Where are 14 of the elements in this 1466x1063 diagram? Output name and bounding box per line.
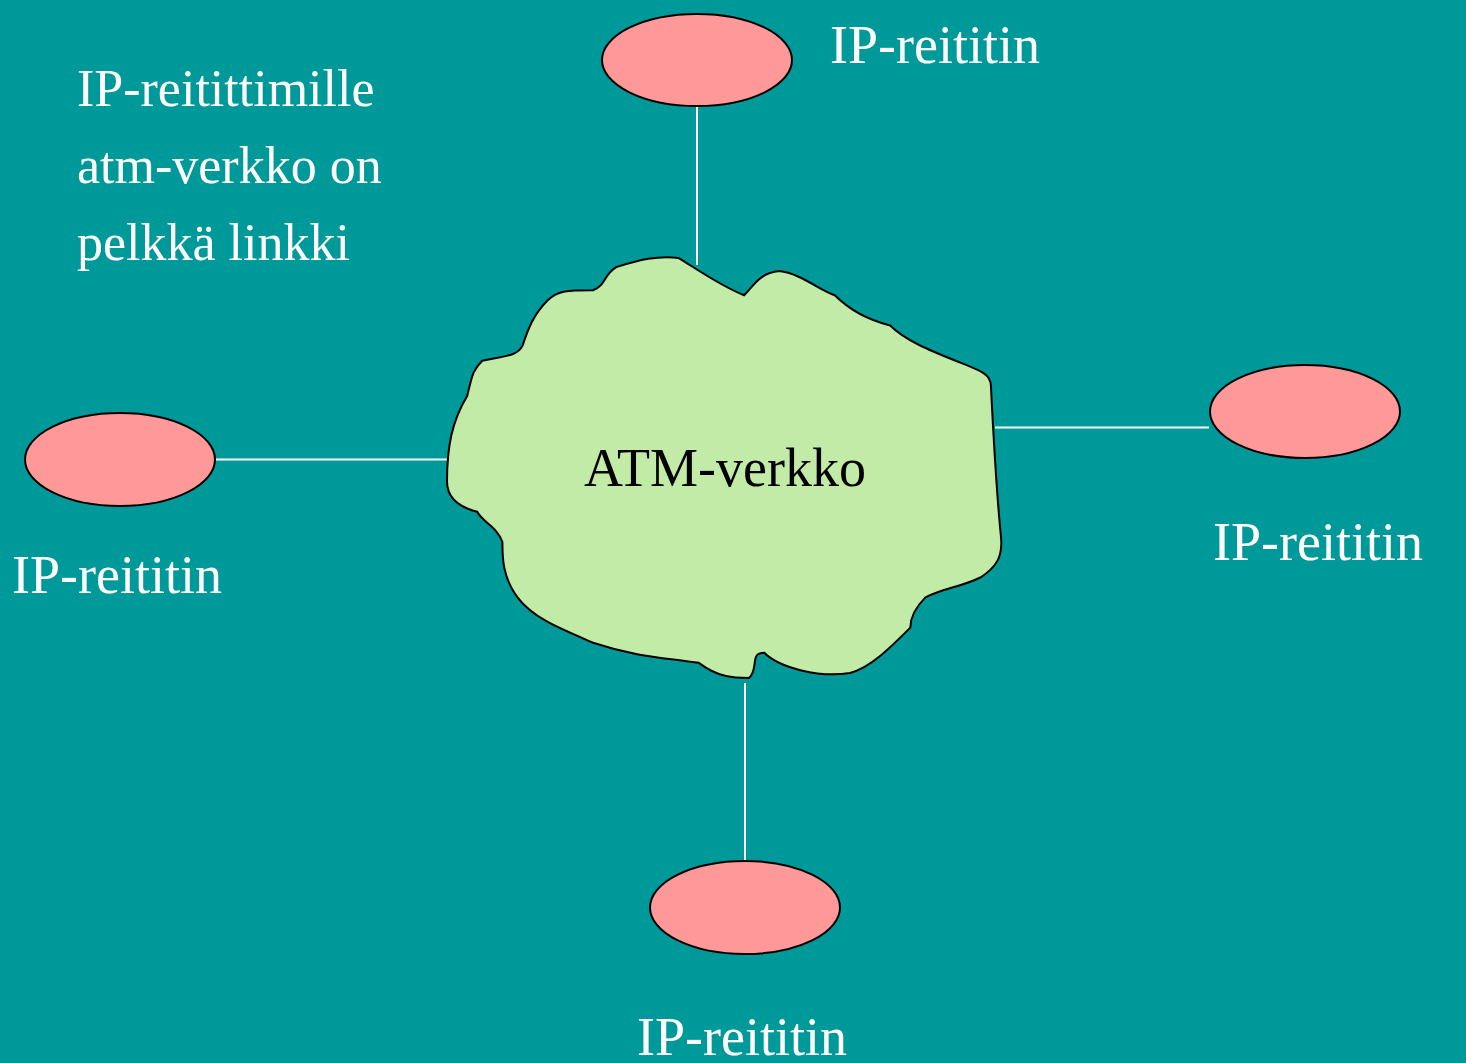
node-label: ATM-verkko [583,437,867,499]
ellipse-node [24,412,216,507]
connector-line [744,682,746,861]
ellipse-node [601,13,793,107]
node-caption: IP-reititin [12,546,222,606]
ellipse-node [1209,364,1401,459]
note-text: IP-reitittimille atm-verkko on pelkkä linkki [77,59,383,273]
node-caption: IP-reititin [1213,513,1423,573]
connector-line [215,458,448,461]
node-caption: IP-reititin [830,16,1040,76]
ellipse-node [649,860,841,955]
connector-line [696,106,698,266]
node-caption: IP-reititin [637,1008,847,1063]
connector-line [994,426,1210,429]
